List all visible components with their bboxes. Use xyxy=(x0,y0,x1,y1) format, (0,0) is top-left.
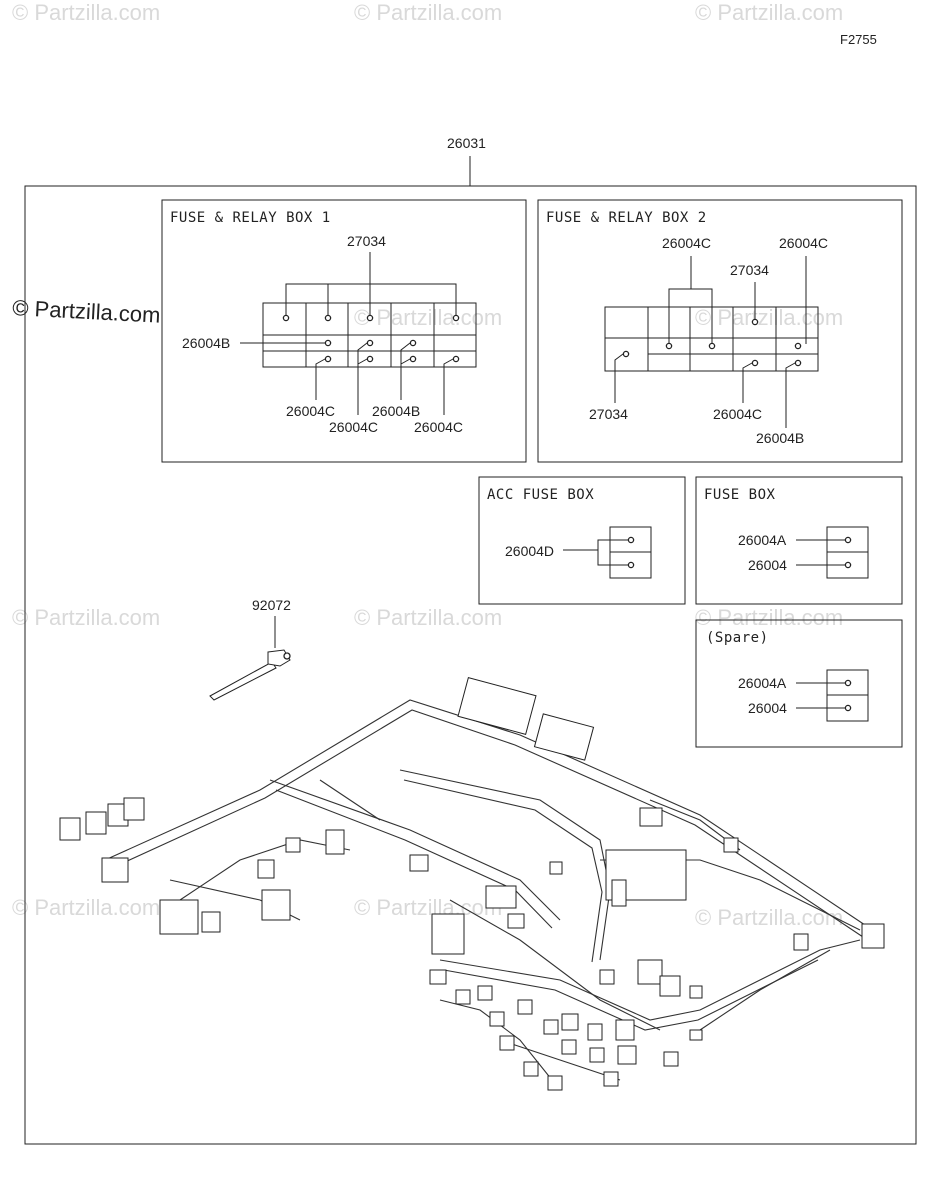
watermark: © Partzilla.com xyxy=(695,605,843,630)
fuse-box-label-1[interactable]: 26004A xyxy=(738,532,787,548)
main-part-label[interactable]: 26031 xyxy=(447,135,486,151)
acc-fuse-box: ACC FUSE BOX 26004D xyxy=(478,476,686,605)
watermark-dark: © Partzilla.com xyxy=(12,295,161,328)
box2-top-right-label[interactable]: 26004C xyxy=(779,235,828,251)
box2-top-mid-label[interactable]: 27034 xyxy=(730,262,769,278)
box2-top-left-label[interactable]: 26004C xyxy=(662,235,711,251)
acc-fuse-box-title: ACC FUSE BOX xyxy=(487,487,594,503)
figure-code: F2755 xyxy=(840,32,877,47)
watermark: © Partzilla.com xyxy=(12,605,160,630)
box1-title: FUSE & RELAY BOX 1 xyxy=(170,210,331,226)
fuse-box-title: FUSE BOX xyxy=(704,487,776,503)
spare-box-title: (Spare) xyxy=(706,630,769,646)
spare-box: (Spare) 26004A 26004 xyxy=(695,619,903,748)
fuse-relay-box-1: FUSE & RELAY BOX 1 27034 26004B xyxy=(161,199,527,463)
acc-fuse-box-label[interactable]: 26004D xyxy=(505,543,554,559)
fuse-box: FUSE BOX 26004A 26004 xyxy=(695,476,903,605)
watermark: © Partzilla.com xyxy=(12,0,160,25)
watermark: © Partzilla.com xyxy=(354,305,502,330)
box1-left-label[interactable]: 26004B xyxy=(182,335,230,351)
box1-bottom-label-3[interactable]: 26004B xyxy=(372,403,420,419)
box1-bottom-label-4[interactable]: 26004C xyxy=(414,419,463,435)
box2-left-bottom-label[interactable]: 27034 xyxy=(589,406,628,422)
box2-title: FUSE & RELAY BOX 2 xyxy=(546,210,707,226)
spare-box-label-2[interactable]: 26004 xyxy=(748,700,787,716)
box1-bottom-label-1[interactable]: 26004C xyxy=(286,403,335,419)
watermark: © Partzilla.com xyxy=(695,0,843,25)
outer-frame xyxy=(24,185,917,1145)
fuse-box-label-2[interactable]: 26004 xyxy=(748,557,787,573)
watermark: © Partzilla.com xyxy=(354,895,502,920)
spare-box-label-1[interactable]: 26004A xyxy=(738,675,787,691)
box2-bottom-label-1[interactable]: 26004C xyxy=(713,406,762,422)
cable-tie: 92072 xyxy=(209,597,291,701)
watermark: © Partzilla.com xyxy=(354,0,502,25)
box1-top-label[interactable]: 27034 xyxy=(347,233,386,249)
fuse-relay-box-2: FUSE & RELAY BOX 2 26004C 26004C 27034 2… xyxy=(537,199,903,463)
watermarks: © Partzilla.com © Partzilla.com © Partzi… xyxy=(12,0,843,930)
watermark: © Partzilla.com xyxy=(695,305,843,330)
box2-bottom-label-2[interactable]: 26004B xyxy=(756,430,804,446)
box1-bottom-label-2[interactable]: 26004C xyxy=(329,419,378,435)
watermark: © Partzilla.com xyxy=(12,895,160,920)
wire-harness-illustration xyxy=(59,677,885,1091)
watermark: © Partzilla.com xyxy=(354,605,502,630)
tie-part-label[interactable]: 92072 xyxy=(252,597,291,613)
